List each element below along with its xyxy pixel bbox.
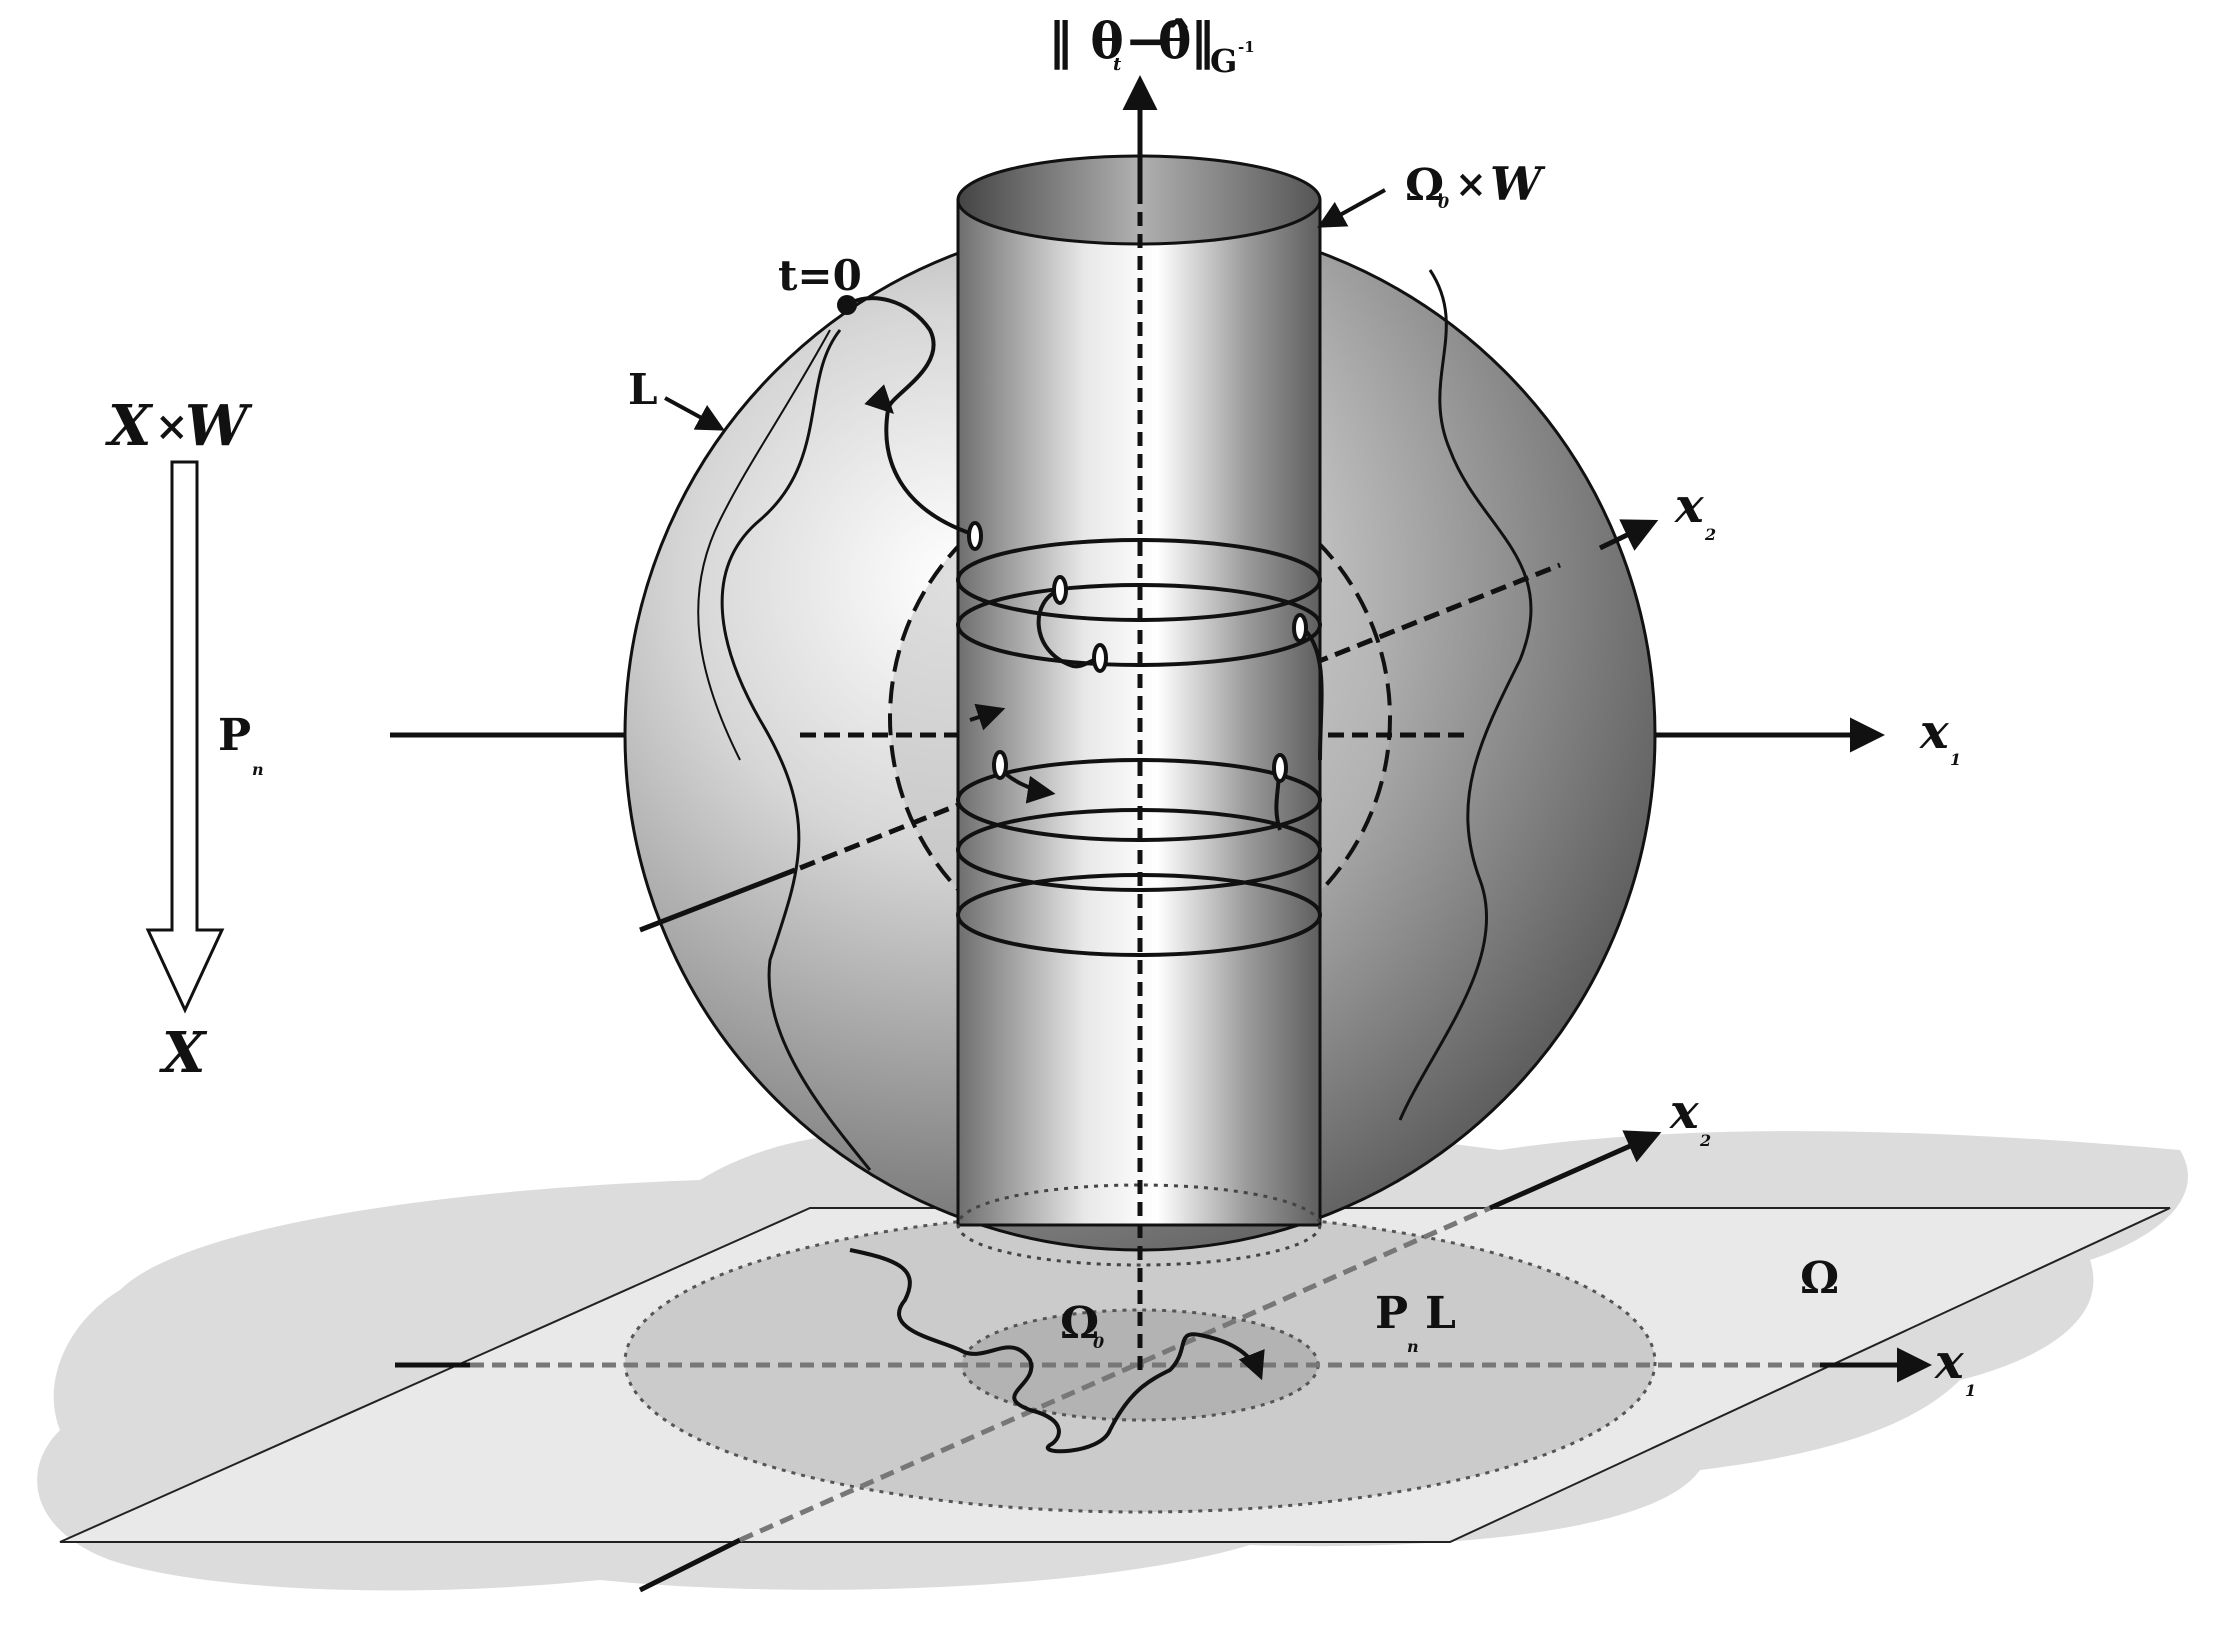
svg-text:‖: ‖ [1190,11,1215,71]
omega-w-pointer [1317,188,1386,228]
XW-label: X × W [105,393,253,459]
svg-text:Ω: Ω [1060,1298,1099,1349]
svg-text:n: n [1407,1337,1419,1356]
svg-text:×: × [1455,161,1487,206]
svg-text:X: X [105,393,154,459]
trajectory-path [845,296,936,414]
svg-text:x: x [1934,1334,1965,1390]
sphere-left-band [720,329,872,1171]
L-pointer [664,396,725,431]
svg-text:W: W [185,393,253,459]
svg-text:Ω: Ω [1405,160,1444,211]
projected-trajectory [849,1248,1265,1454]
svg-text:x: x [1919,704,1950,760]
svg-text:‖ θ: ‖ θ [1048,11,1124,71]
svg-text:2: 2 [1704,525,1716,544]
x1-upper-label: x 1 [1919,704,1961,769]
x1-lower-label: x 1 [1934,1334,1976,1400]
svg-text:−: − [1125,11,1167,70]
svg-text:0: 0 [1093,1333,1104,1352]
projection-arrow [145,460,225,1014]
svg-text:x: x [1674,478,1705,534]
svg-text:G: G [1210,42,1237,80]
svg-text:1: 1 [1965,1381,1976,1400]
omega0-label: Ω 0 [1060,1298,1104,1352]
svg-text:x: x [1669,1084,1700,1140]
omega-plane-label: Ω [1800,1253,1839,1304]
svg-text:P: P [1375,1288,1408,1339]
plane-x2-axis [638,1537,742,1593]
svg-text:×: × [155,403,189,450]
cylinder-bottom [956,1183,1322,1267]
svg-text:P: P [218,710,251,761]
vertical-axis-label: ‖ θ t − θ̂ ‖ G -1 [1048,11,1255,80]
cylinder-label: Ω 0 × W [1405,157,1546,212]
trajectory-markers [967,521,1308,783]
x2-lower-label: x 2 [1669,1084,1711,1150]
svg-text:-1: -1 [1238,38,1255,56]
x2-upper-label: x 2 [1674,478,1716,544]
svg-text:n: n [252,760,264,779]
x2-axis [639,867,796,933]
L-label: L [628,365,658,414]
X-label: X [159,1020,208,1086]
Pn-label: P n [218,710,264,779]
PnL-label: P n L [1375,1288,1456,1356]
t0-dot [837,295,857,315]
svg-text:θ̂: θ̂ [1158,11,1191,70]
sphere-right-band [1398,269,1533,1121]
svg-text:2: 2 [1699,1131,1711,1150]
svg-text:1: 1 [1950,750,1961,769]
svg-text:L: L [1425,1288,1456,1339]
t0-label: t=0 [778,251,862,300]
svg-text:0: 0 [1438,193,1449,212]
svg-text:W: W [1490,157,1546,211]
svg-text:t: t [1113,54,1122,75]
